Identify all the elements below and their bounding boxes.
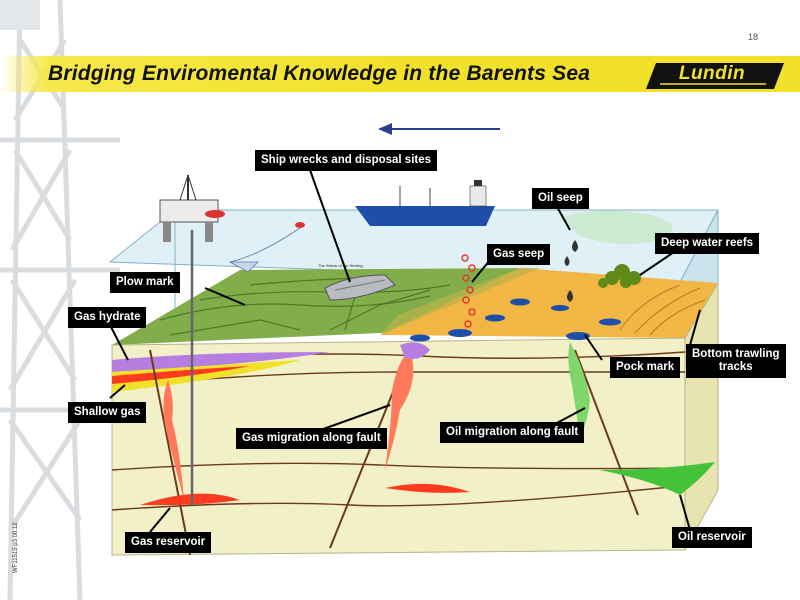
wreck-caption: The Wreck of the Herring — [318, 263, 363, 268]
shallow-gas-red — [112, 366, 250, 384]
current-direction-arrow — [378, 123, 500, 135]
label-deep-water-reefs: Deep water reefs — [655, 233, 760, 254]
bottom-trawling-tracks — [619, 284, 706, 336]
lundin-logo — [646, 63, 784, 89]
label-oil-migration: Oil migration along fault — [440, 422, 585, 443]
label-shallow-gas: Shallow gas — [68, 402, 147, 423]
seabed-transition — [380, 268, 540, 335]
seabed-right-orange — [380, 268, 718, 338]
label-gas-seep: Gas seep — [487, 244, 551, 265]
seabed-hydrate-center — [400, 342, 430, 359]
gas-migration-plume-left — [163, 380, 184, 500]
label-gas-reservoir: Gas reservoir — [125, 532, 212, 553]
oil-seep-drops — [564, 240, 578, 302]
cargo-ship — [355, 180, 495, 226]
slide-title: Bridging Enviromental Knowledge in the B… — [48, 62, 591, 85]
gas-reservoir-shape — [140, 493, 240, 506]
oil-slick-surface — [560, 210, 673, 245]
oil-rig — [159, 174, 225, 505]
label-pointers — [109, 169, 701, 533]
page-number: 18 — [748, 32, 759, 42]
label-bottom-trawling: Bottom trawling tracks — [686, 344, 786, 378]
label-pock-mark: Pock mark — [610, 357, 681, 378]
oil-reservoir-shape — [600, 462, 715, 495]
label-oil-reservoir: Oil reservoir — [672, 527, 752, 548]
gas-reservoir-center — [385, 483, 470, 493]
label-oil-seep: Oil seep — [532, 188, 589, 209]
logo-text: Lundin — [678, 63, 746, 84]
label-ship-wrecks: Ship wrecks and disposal sites — [255, 150, 438, 171]
label-gas-migration: Gas migration along fault — [236, 428, 387, 449]
ship-wreck — [324, 274, 396, 301]
gas-hydrate-layer — [112, 352, 330, 372]
deep-water-reef — [598, 264, 641, 288]
label-gas-hydrate: Gas hydrate — [68, 307, 147, 328]
pock-marks — [410, 298, 621, 342]
label-plow-mark: Plow mark — [110, 272, 180, 293]
oil-migration-plume — [568, 342, 590, 440]
label-bottom-trawling-line1: Bottom trawling — [692, 348, 780, 360]
trawl-net — [228, 222, 305, 273]
gas-seep-bubbles — [461, 254, 476, 328]
shallow-gas-yellow — [112, 360, 300, 392]
gas-migration-plume-center — [385, 350, 414, 470]
label-bottom-trawling-line2: tracks — [718, 361, 753, 373]
